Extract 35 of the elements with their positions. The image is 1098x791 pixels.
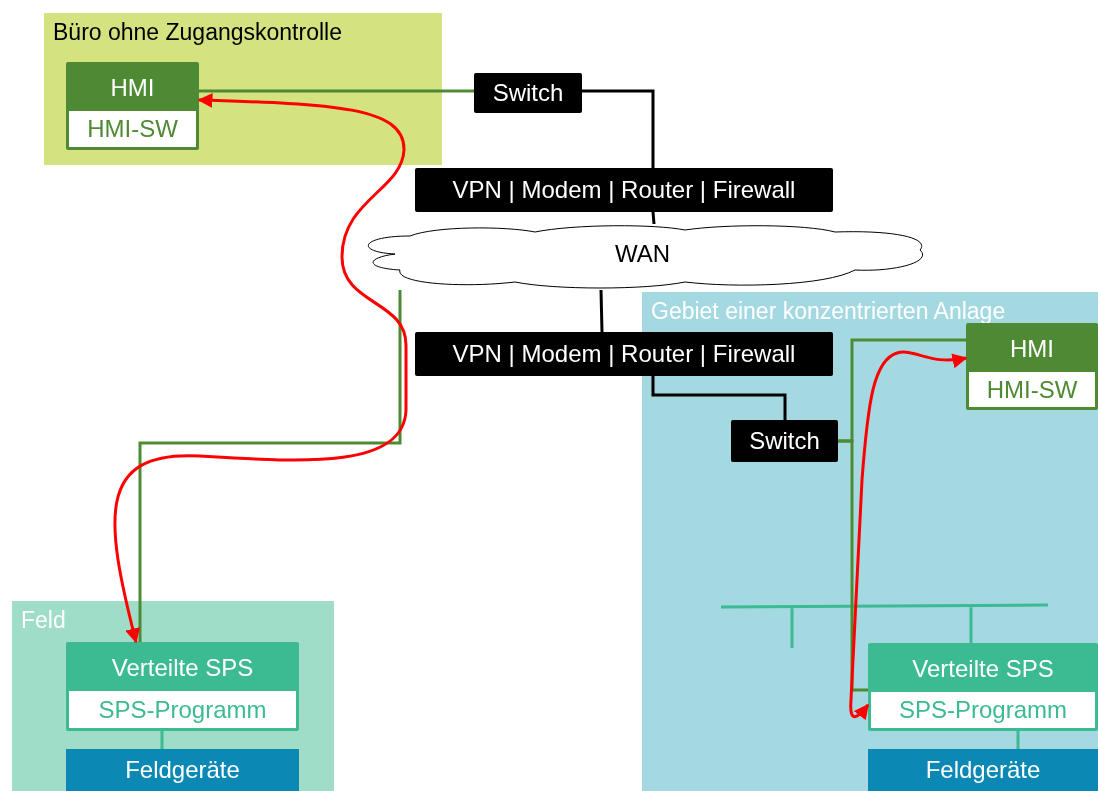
connector-line bbox=[651, 211, 656, 225]
switch-box: Switch bbox=[474, 73, 582, 113]
field-devices-box: Feldgeräte bbox=[868, 749, 1098, 791]
plc-box bbox=[66, 642, 299, 731]
zone-area bbox=[12, 601, 334, 791]
connector-line bbox=[160, 731, 164, 749]
device-title: Verteilte SPS bbox=[69, 645, 296, 691]
router-box: VPN | Modem | Router | Firewall bbox=[415, 168, 833, 212]
connector-line bbox=[651, 376, 787, 420]
zone-title: Feld bbox=[21, 609, 66, 632]
connector-line bbox=[1016, 731, 1020, 749]
software-label: SPS-Programm bbox=[69, 691, 296, 728]
hmi-box bbox=[66, 62, 199, 150]
device-title: Verteilte SPS bbox=[871, 646, 1095, 692]
router-box: VPN | Modem | Router | Firewall bbox=[415, 332, 833, 376]
software-label: SPS-Programm bbox=[871, 692, 1095, 728]
zone-title: Büro ohne Zugangskontrolle bbox=[53, 21, 342, 44]
field-devices-box: Feldgeräte bbox=[66, 749, 299, 791]
switch-box: Switch bbox=[731, 420, 838, 462]
zone-area bbox=[44, 13, 442, 165]
connector-line bbox=[582, 89, 655, 168]
hmi-box bbox=[966, 323, 1098, 410]
connector-line bbox=[599, 289, 604, 333]
device-title: HMI bbox=[69, 65, 196, 111]
software-label: HMI-SW bbox=[69, 111, 196, 147]
software-label: HMI-SW bbox=[969, 372, 1095, 407]
plc-box bbox=[868, 643, 1098, 731]
zone-title: Gebiet einer konzentrierten Anlage bbox=[651, 300, 1006, 323]
connector-line bbox=[199, 89, 474, 93]
double-arrow bbox=[113, 92, 408, 644]
device-title: HMI bbox=[969, 326, 1095, 372]
network-label: WAN bbox=[613, 242, 672, 266]
double-arrow bbox=[849, 350, 968, 721]
connector-line bbox=[838, 439, 868, 692]
connector-line bbox=[138, 290, 402, 642]
